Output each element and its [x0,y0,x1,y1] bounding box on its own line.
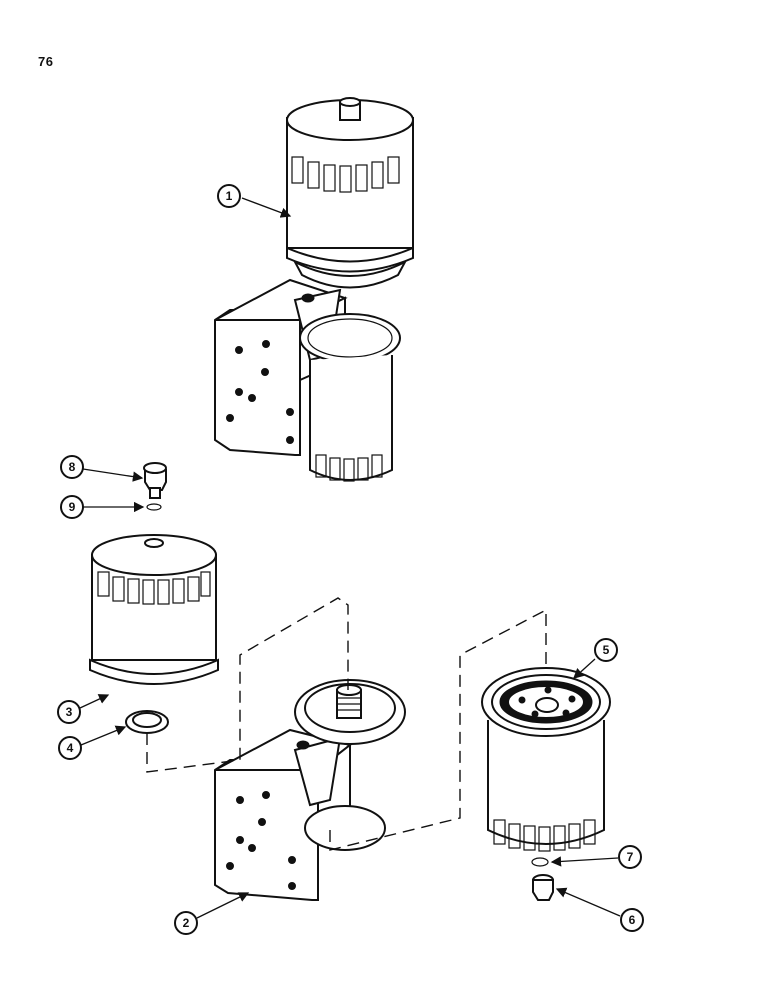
assembly-guide-lines [146,597,547,851]
callout-9: 9 [60,495,145,519]
svg-text:6: 6 [629,913,636,927]
drain-plug-icon [143,462,167,499]
callout-5: 5 [573,638,618,679]
callout-4: 4 [58,725,127,760]
callout-7: 7 [550,845,642,869]
inverted-filter-canister-icon [481,667,611,852]
svg-text:9: 9 [69,500,76,514]
callout-6: 6 [555,887,644,932]
callout-8: 8 [60,455,144,482]
svg-text:2: 2 [183,916,190,930]
top-assembly [214,97,414,482]
callout-1: 1 [217,184,292,218]
lower-filter-mount-bracket-icon [214,679,406,901]
callout-2: 2 [174,892,250,935]
svg-text:8: 8 [69,460,76,474]
svg-text:1: 1 [226,189,233,203]
spare-filter-canister-icon [89,534,219,685]
gasket-icon [125,710,169,734]
o-ring-icon [531,857,549,867]
drain-plug-icon [532,874,554,901]
page-number: 76 [38,54,54,69]
filter-mount-bracket-icon [214,278,348,456]
svg-text:4: 4 [67,741,74,755]
svg-text:5: 5 [603,643,610,657]
svg-text:3: 3 [66,705,73,719]
o-ring-icon [146,503,162,511]
oil-filter-canister-icon [286,97,414,289]
svg-text:7: 7 [627,850,634,864]
mounted-filter-canister-icon [299,313,401,482]
callout-3: 3 [57,694,110,724]
